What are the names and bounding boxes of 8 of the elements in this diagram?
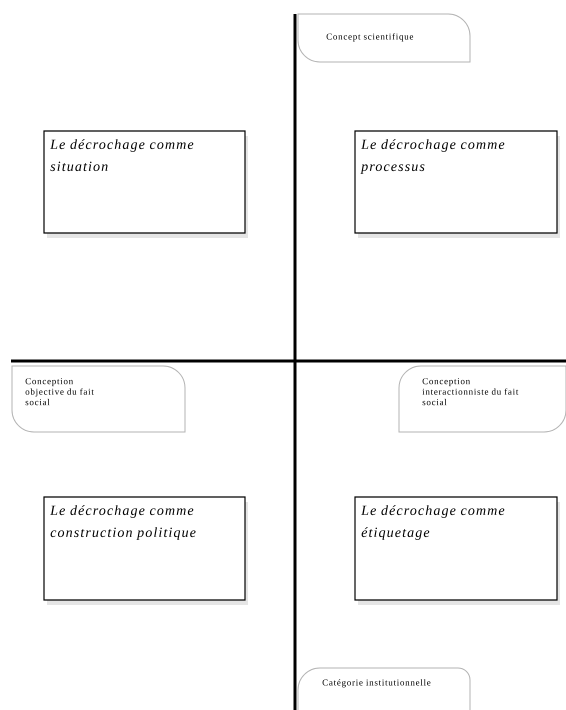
axis-label-tab: Concept scientifique [298,14,470,62]
axis-label-tab: Conception objective du fait social [12,366,186,432]
axis-label-tab: Catégorie institutionnelle [298,668,470,710]
axis-label-tab: Conception interactionniste du fait social [398,366,566,432]
quadrant-box: Le décrochage comme étiquetage [354,496,560,605]
quadrant-box: Le décrochage comme situation [43,130,248,238]
quadrant-box: Le décrochage comme construction politique [43,496,248,605]
quadrant-box: Le décrochage comme processus [354,130,560,238]
